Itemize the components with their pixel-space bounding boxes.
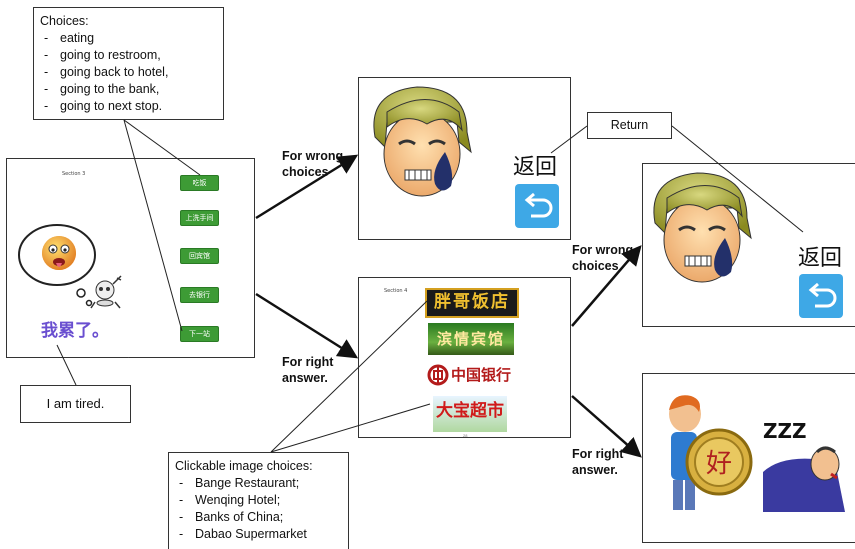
- section4-screen: Section 4 胖哥饭店 滨情宾馆 中国银行 大宝超市 28: [358, 277, 571, 438]
- clickable-title: Clickable image choices:: [175, 459, 313, 473]
- clickable-item: Wenqing Hotel;: [175, 492, 342, 509]
- bank-logo-icon: [427, 364, 449, 386]
- bange-restaurant-sign[interactable]: 胖哥饭店: [425, 288, 519, 318]
- return-note: Return: [587, 112, 672, 139]
- back-label-top: 返回: [513, 155, 558, 180]
- dabao-supermarket-sign[interactable]: 大宝超市: [433, 396, 507, 432]
- eat-button[interactable]: 吃饭: [180, 175, 219, 191]
- back-button-right[interactable]: [799, 274, 843, 318]
- section3-title: Section 3: [62, 171, 86, 177]
- back-label-right: 返回: [798, 246, 843, 271]
- crying-face-icon: [373, 86, 472, 197]
- section4-title: Section 4: [384, 288, 408, 294]
- tired-character-icon: [90, 275, 122, 309]
- choice-item: going back to hotel,: [40, 64, 217, 81]
- coin-char: 好: [706, 449, 732, 479]
- back-button-top[interactable]: [515, 184, 559, 228]
- bank-button[interactable]: 去银行: [180, 287, 219, 303]
- return-arrow-icon: [524, 192, 553, 218]
- sleep-text: ZZZ: [763, 419, 807, 443]
- label-wrong-top: For wrong choices: [282, 149, 344, 179]
- sleeping-man-icon: ZZZ: [763, 419, 845, 512]
- page-number: 28: [463, 433, 468, 438]
- restroom-button[interactable]: 上洗手间: [180, 210, 219, 226]
- boy-with-coin-icon: 好: [669, 395, 753, 510]
- clickable-item: Bange Restaurant;: [175, 475, 342, 492]
- wrong-screen-top: 返回: [358, 77, 571, 240]
- choice-item: going to next stop.: [40, 98, 217, 115]
- hotel-button[interactable]: 回宾馆: [180, 248, 219, 264]
- return-caption: Return: [610, 118, 649, 132]
- wrong-screen-right: 返回: [642, 163, 855, 327]
- wenqing-hotel-sign[interactable]: 滨情宾馆: [428, 323, 514, 355]
- bank-of-china-sign[interactable]: 中国银行: [425, 362, 521, 388]
- choices-list: eating going to restroom, going back to …: [40, 30, 217, 115]
- return-arrow-icon: [808, 282, 837, 308]
- page-dot: ·: [128, 355, 130, 360]
- tired-caption-box: I am tired.: [20, 385, 131, 423]
- choices-note: Choices: eating going to restroom, going…: [33, 7, 224, 120]
- thought-bubble-icon: [18, 224, 96, 307]
- tired-text: 我累了。: [41, 321, 109, 341]
- tired-caption: I am tired.: [46, 396, 105, 411]
- choice-item: going to the bank,: [40, 81, 217, 98]
- clickable-list: Bange Restaurant; Wenqing Hotel; Banks o…: [175, 475, 342, 543]
- label-right-right: For right answer.: [572, 447, 624, 477]
- reward-screen: 好 ZZZ: [642, 373, 855, 543]
- next-stop-button[interactable]: 下一站: [180, 326, 219, 342]
- flow-arrow: [255, 292, 359, 359]
- choice-item: going to restroom,: [40, 47, 217, 64]
- clickable-item: Dabao Supermarket: [175, 526, 342, 543]
- clickable-item: Banks of China;: [175, 509, 342, 526]
- choices-title: Choices:: [40, 14, 89, 28]
- crying-face-icon: [653, 172, 752, 283]
- choice-item: eating: [40, 30, 217, 47]
- clickable-note: Clickable image choices: Bange Restauran…: [168, 452, 349, 549]
- label-wrong-right: For wrong choices: [572, 243, 634, 273]
- label-right-left: For right answer.: [282, 355, 334, 385]
